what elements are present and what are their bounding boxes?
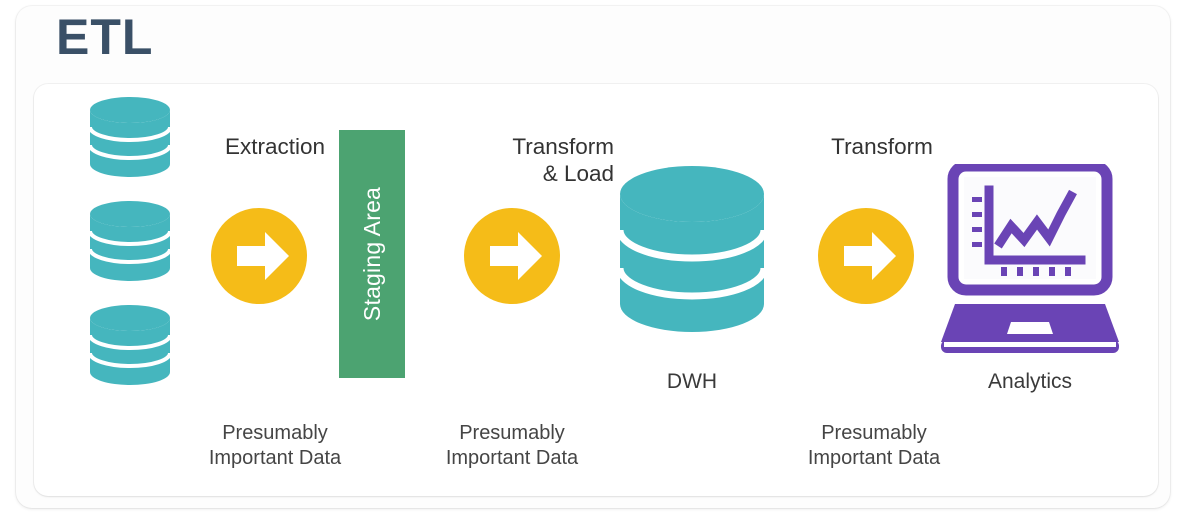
analytics-laptop-icon — [941, 164, 1119, 353]
diagram-inner-panel: Extraction Presumably Important Data Sta… — [34, 84, 1158, 496]
staging-area-box: Staging Area — [339, 130, 405, 378]
arrow-right-icon — [237, 232, 289, 280]
staging-area-label: Staging Area — [358, 186, 385, 322]
transform-load-arrow — [464, 208, 560, 304]
source-database-1 — [88, 97, 172, 177]
data-warehouse-icon — [616, 166, 768, 332]
caption-transform: Presumably Important Data — [807, 422, 941, 469]
data-warehouse-label: DWH — [666, 370, 718, 393]
arrow-right-icon — [490, 232, 542, 280]
stage-label-transform: Transform — [831, 134, 933, 159]
extraction-arrow — [211, 208, 307, 304]
stage-label-extraction: Extraction — [224, 134, 326, 159]
transform-arrow — [818, 208, 914, 304]
page-title: ETL — [56, 9, 154, 65]
source-database-3 — [88, 305, 172, 385]
caption-transform-load: Presumably Important Data — [445, 422, 579, 469]
caption-extraction: Presumably Important Data — [208, 422, 342, 469]
arrow-right-icon — [844, 232, 896, 280]
stage-label-transform-load: Transform & Load — [512, 134, 614, 186]
analytics-label: Analytics — [987, 370, 1073, 393]
source-database-2 — [88, 201, 172, 281]
